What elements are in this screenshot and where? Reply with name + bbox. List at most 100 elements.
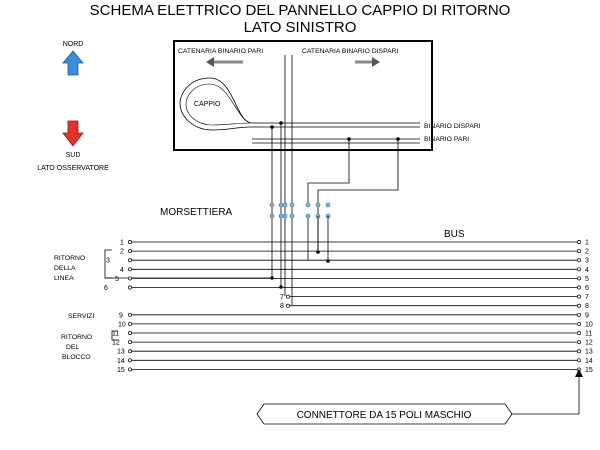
bus-pin-left-15	[128, 367, 132, 372]
south-arrow-icon	[62, 120, 84, 147]
bus-pin-right-3	[577, 258, 581, 263]
bus-number-right-13: 13	[585, 349, 593, 356]
bus-pin-left-6	[128, 285, 132, 290]
ritorno-blocco-label-1: RITORNO	[61, 334, 92, 341]
bus-number-right-6: 6	[585, 285, 589, 292]
bus-pin-right-6	[577, 285, 581, 290]
bus-pin-right-7	[577, 294, 581, 299]
bus-number-left-8: 8	[280, 303, 284, 310]
bus-pin-left-12	[128, 340, 132, 345]
ritorno-blocco-label-2: DEL	[66, 344, 79, 351]
south-label: SUD	[66, 152, 81, 159]
bus-pin-right-2	[577, 249, 581, 254]
ritorno-blocco-label-3: BLOCCO	[62, 354, 91, 361]
panel: CATENARIA BINARIO PARI CATENARIA BINARIO…	[173, 40, 481, 210]
bus-pin-left-13	[128, 349, 132, 354]
bus-number-left-13: 13	[117, 349, 125, 356]
bus-number-left-1: 1	[120, 240, 124, 247]
cappio-label: CAPPIO	[194, 101, 221, 108]
bus-number-left-14: 14	[117, 358, 125, 365]
bus-number-right-15: 15	[585, 367, 593, 374]
bus-pin-right-4	[577, 267, 581, 272]
terminal	[289, 213, 295, 219]
bus-pin-right-13	[577, 349, 581, 354]
connector-label-box	[256, 403, 513, 425]
diagram-title: SCHEMA ELETTRICO DEL PANNELLO CAPPIO DI …	[89, 2, 511, 19]
terminal	[305, 202, 311, 208]
bus-number-left-5: 5	[115, 276, 119, 283]
bus-number-left-11: 11	[112, 331, 119, 338]
observer-label: LATO OSSERVATORE	[37, 165, 109, 172]
bus-number-left-7: 7	[280, 294, 284, 301]
bus-number-right-14: 14	[585, 358, 593, 365]
ritorno-linea-label-2: DELLA	[54, 265, 76, 272]
terminal	[282, 213, 288, 219]
bus-number-right-3: 3	[585, 258, 589, 265]
group-labels: RITORNO DELLA LINEA SERVIZI RITORNO DEL …	[54, 249, 118, 361]
bus-number-left-9: 9	[119, 312, 123, 319]
compass: NORD SUD LATO OSSERVATORE	[37, 41, 109, 172]
bus-pin-left-8	[286, 303, 290, 308]
bus-junction-dot	[279, 285, 283, 289]
terminal	[305, 213, 311, 219]
terminal	[278, 213, 284, 219]
catenaria-dispari-label: CATENARIA BINARIO DISPARI	[302, 48, 399, 55]
bus-junction-dot	[326, 259, 330, 263]
bus-pin-left-14	[128, 358, 132, 363]
bus-number-right-4: 4	[585, 267, 589, 274]
bus-number-right-9: 9	[585, 312, 589, 319]
bus-pin-right-1	[577, 240, 581, 244]
terminal	[269, 213, 275, 219]
bus-pin-left-1	[128, 240, 132, 244]
terminal	[278, 202, 284, 208]
terminal	[315, 202, 321, 208]
connector-arrow-icon	[575, 369, 583, 377]
bus-pin-right-10	[577, 321, 581, 326]
binario-dispari-label: BINARIO DISPARI	[424, 123, 481, 130]
catenaria-pari-arrowhead-icon	[206, 57, 214, 67]
title-block: SCHEMA ELETTRICO DEL PANNELLO CAPPIO DI …	[0, 2, 600, 36]
bus-label: BUS	[444, 229, 465, 240]
bus-junction-dot	[270, 276, 274, 280]
cappio-loop-inner	[185, 83, 253, 126]
bus-pin-right-11	[577, 331, 581, 335]
catenaria-pari-label: CATENARIA BINARIO PARI	[178, 48, 263, 55]
bus-number-left-4: 4	[120, 267, 124, 274]
bracket-11-12	[111, 330, 118, 341]
connector: CONNETTORE DA 15 POLI MASCHIO	[256, 369, 583, 425]
bus-pin-left-9	[128, 312, 132, 317]
panel-frame	[173, 40, 433, 151]
bus-number-right-10: 10	[585, 321, 593, 328]
bus-number-right-11: 11	[585, 331, 592, 338]
bus-pin-right-8	[577, 303, 581, 308]
bus-number-left-10: 10	[118, 321, 126, 328]
bus-pin-left-4	[128, 267, 132, 272]
cappio-loop-outer	[179, 77, 420, 131]
connector-label: CONNETTORE DA 15 POLI MASCHIO	[297, 410, 472, 421]
north-label: NORD	[63, 41, 84, 48]
bus-pin-right-5	[577, 276, 581, 281]
ritorno-linea-label-1: RITORNO	[54, 255, 85, 262]
bus-number-right-12: 12	[585, 340, 593, 347]
bus-number-left-2: 2	[120, 249, 124, 256]
terminal	[325, 202, 331, 208]
morsettiera-label: MORSETTIERA	[160, 207, 233, 218]
bus-pin-right-9	[577, 312, 581, 317]
terminal	[289, 202, 295, 208]
bus-number-right-7: 7	[585, 294, 589, 301]
bracket-2-5	[104, 249, 112, 279]
bus-pin-left-5	[128, 276, 132, 281]
bus-number-left-15: 15	[117, 367, 125, 374]
north-arrow-icon	[62, 50, 84, 76]
bus-number-left-12: 12	[112, 340, 120, 347]
bus-number-right-2: 2	[585, 249, 589, 256]
catenaria-dispari-arrowhead-icon	[372, 57, 380, 67]
bus-number-left-3: 3	[106, 258, 110, 265]
morsettiera: MORSETTIERA	[160, 202, 331, 261]
ritorno-linea-label-3: LINEA	[54, 275, 74, 282]
servizi-label: SERVIZI	[68, 313, 94, 320]
binario-pari-label: BINARIO PARI	[424, 136, 469, 143]
bus-pin-left-10	[128, 321, 132, 326]
